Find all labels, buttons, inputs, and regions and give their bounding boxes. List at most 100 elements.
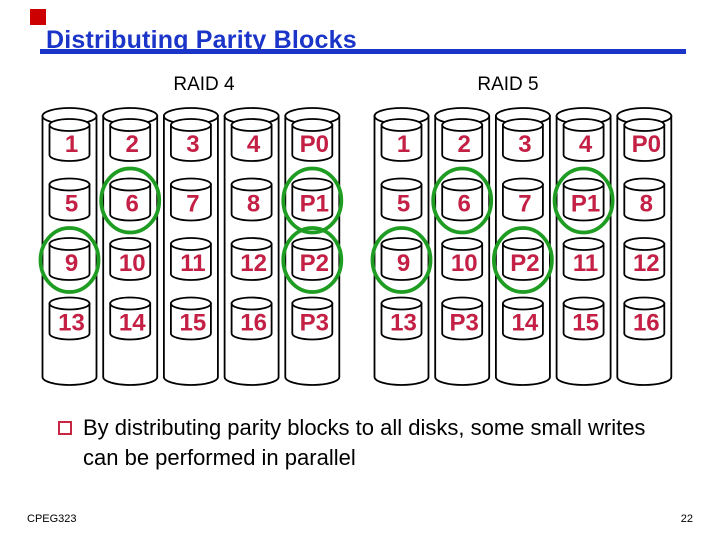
block-top-ellipse xyxy=(562,177,605,192)
bullet-text-line1: By distributing parity blocks to all dis… xyxy=(83,415,582,440)
block-top-ellipse xyxy=(623,237,666,251)
block-top-ellipse xyxy=(169,118,212,132)
block-top-ellipse xyxy=(230,118,273,132)
block-label: 11 xyxy=(573,250,598,277)
block-label: P3 xyxy=(450,310,479,337)
slide-number: 22 xyxy=(680,513,693,525)
block-label: P2 xyxy=(510,250,539,277)
block-top-ellipse xyxy=(169,237,212,251)
block-label: 14 xyxy=(119,310,146,337)
disk-cylinder: 1 5 9 13 xyxy=(38,107,101,386)
block-top-ellipse xyxy=(502,177,544,192)
block-label: 9 xyxy=(65,250,78,277)
block-top-ellipse xyxy=(291,296,334,311)
block-label: 6 xyxy=(126,191,139,218)
block-top-ellipse xyxy=(441,296,484,311)
block-top-ellipse xyxy=(562,296,605,311)
block-top-ellipse xyxy=(169,296,212,311)
block-label: 16 xyxy=(240,310,267,337)
block-top-ellipse xyxy=(441,177,484,192)
block-cylinder xyxy=(502,302,544,341)
block-cylinder xyxy=(291,302,334,341)
block-label: 16 xyxy=(633,310,660,337)
block-top-ellipse xyxy=(380,177,423,192)
block-label: 5 xyxy=(65,191,78,218)
block-cylinder xyxy=(230,183,273,222)
parallel-write-highlight-circle xyxy=(281,166,344,235)
block-cylinder xyxy=(502,183,544,222)
block-top-ellipse xyxy=(502,237,544,251)
block-cylinder xyxy=(441,243,484,281)
block-cylinder xyxy=(291,183,334,222)
block-label: 9 xyxy=(397,250,410,277)
raid5-label: RAID 5 xyxy=(477,74,539,95)
block-cylinder xyxy=(291,243,334,281)
parallel-write-highlight-circle xyxy=(99,166,162,235)
raid4-label: RAID 4 xyxy=(173,74,235,95)
block-cylinder xyxy=(48,183,91,222)
block-label: 7 xyxy=(518,191,531,218)
block-label: P2 xyxy=(300,250,329,277)
parallel-write-highlight-circle xyxy=(431,166,494,235)
block-top-ellipse xyxy=(502,118,544,132)
block-top-ellipse xyxy=(230,237,273,251)
block-label: 11 xyxy=(180,250,205,277)
block-top-ellipse xyxy=(291,237,334,251)
block-label: 7 xyxy=(186,191,199,218)
slide-title: Distributing Parity Blocks xyxy=(46,26,357,54)
block-cylinder xyxy=(170,124,212,162)
block-cylinder xyxy=(441,124,484,162)
block-label: P1 xyxy=(571,191,600,218)
block-cylinder xyxy=(170,243,212,281)
block-top-ellipse xyxy=(48,177,91,192)
block-label: 13 xyxy=(58,310,85,337)
block-top-ellipse xyxy=(230,177,273,192)
corner-decoration-square xyxy=(30,9,46,25)
bullet-item: By distributing parity blocks to all dis… xyxy=(58,413,651,473)
block-cylinder xyxy=(170,302,212,341)
block-label: 3 xyxy=(186,131,199,158)
block-label: 10 xyxy=(451,250,478,277)
block-top-ellipse xyxy=(109,177,152,192)
block-top-ellipse xyxy=(230,296,273,311)
block-top-ellipse xyxy=(380,296,423,311)
block-label: 2 xyxy=(458,131,471,158)
block-cylinder xyxy=(380,183,423,222)
block-cylinder xyxy=(170,183,212,222)
block-label: 2 xyxy=(126,131,139,158)
parallel-write-highlight-circle xyxy=(552,166,615,235)
block-label: 12 xyxy=(240,250,267,277)
block-label: P0 xyxy=(632,131,661,158)
block-top-ellipse xyxy=(48,118,91,132)
block-label: 8 xyxy=(247,191,260,218)
block-label: 1 xyxy=(65,131,78,158)
block-cylinder xyxy=(562,302,605,341)
block-label: P3 xyxy=(300,310,329,337)
block-label: 8 xyxy=(640,191,653,218)
block-top-ellipse xyxy=(380,237,423,251)
block-cylinder xyxy=(562,183,605,222)
block-label: 4 xyxy=(579,131,593,158)
bullet-text-line2: writes can be performed in parallel xyxy=(83,415,646,470)
block-top-ellipse xyxy=(291,177,334,192)
block-cylinder xyxy=(380,302,423,341)
block-top-ellipse xyxy=(109,237,152,251)
block-label: P1 xyxy=(300,191,329,218)
block-cylinder xyxy=(48,124,91,162)
block-label: 6 xyxy=(458,191,471,218)
block-top-ellipse xyxy=(291,118,334,132)
footer-course-code: CPEG323 xyxy=(27,513,77,525)
block-cylinder xyxy=(623,302,666,341)
bullet-text: By distributing parity blocks to all dis… xyxy=(83,413,651,473)
parallel-write-highlight-circle xyxy=(38,226,101,294)
block-label: 13 xyxy=(390,310,417,337)
parallel-write-highlight-circle xyxy=(281,226,344,294)
block-cylinder xyxy=(230,124,273,162)
block-top-ellipse xyxy=(169,177,212,192)
